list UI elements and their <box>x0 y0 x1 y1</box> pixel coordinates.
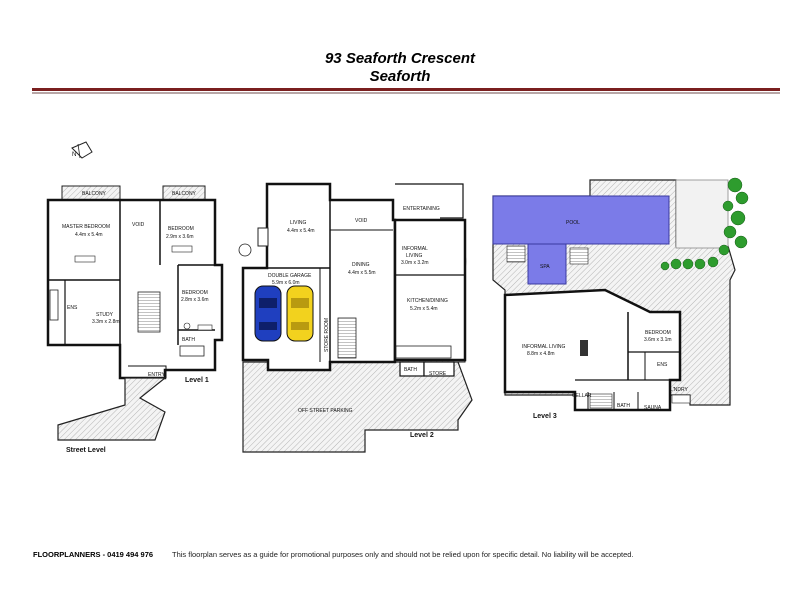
l3-laundry: L'NDRY <box>670 387 688 393</box>
header-rule-shadow <box>32 92 780 94</box>
property-address: 93 Seaforth Crescent <box>324 50 476 67</box>
header-rule <box>32 88 780 91</box>
l1-study-size: 3.3m x 2.8m <box>92 319 120 325</box>
l2-informal-name-1: INFORMAL <box>402 246 428 252</box>
l1-bath: BATH <box>182 337 195 343</box>
l2-dining-size: 4.4m x 5.5m <box>348 270 376 276</box>
level-2-plan: LIVING 4.4m x 5.4m VOID ENTERTAINING INF… <box>238 182 473 453</box>
l1-bed2-name: BEDROOM <box>182 290 208 296</box>
l2-kitchen-name: KITCHEN/DINING <box>407 298 448 304</box>
car-blue-icon <box>254 285 282 342</box>
l3-pool: POOL <box>566 220 580 226</box>
l1-study-name: STUDY <box>96 312 114 318</box>
l3-bath: BATH <box>617 403 630 409</box>
l3-informal-size: 8.8m x 4.8m <box>527 351 555 357</box>
l3-bed-size: 3.6m x 3.1m <box>644 337 672 343</box>
l3-sauna: SAUNA <box>644 405 662 411</box>
level-1-plan: BALCONY BALCONY MASTER BEDROOM 4.4m x 5.… <box>46 185 224 454</box>
l2-void: VOID <box>355 218 368 224</box>
l2-parking: OFF STREET PARKING <box>298 408 353 414</box>
l2-level-label: Level 2 <box>410 432 434 439</box>
l3-informal-name: INFORMAL LIVING <box>522 344 566 350</box>
l2-living-size: 4.4m x 5.4m <box>287 228 315 234</box>
north-arrow-icon: N <box>71 141 93 159</box>
l1-bed1-name: BEDROOM <box>168 226 194 232</box>
l2-kitchen-size: 5.2m x 5.4m <box>410 306 438 312</box>
l2-entertaining: ENTERTAINING <box>403 206 440 212</box>
property-suburb: Seaforth <box>369 68 431 85</box>
l3-cellar: CELLAR <box>572 393 592 399</box>
l2-dining-name: DINING <box>352 262 370 268</box>
l3-bed-name: BEDROOM <box>645 330 671 336</box>
l3-spa: SPA <box>540 264 550 270</box>
lawn <box>675 179 729 249</box>
l1-street-label: Street Level <box>66 447 106 454</box>
l2-garage-name: DOUBLE GARAGE <box>268 273 312 279</box>
l1-ens: ENS <box>67 305 78 311</box>
l1-void: VOID <box>132 222 145 228</box>
l1-bed1-size: 2.9m x 3.6m <box>166 234 194 240</box>
l1-balcony-right: BALCONY <box>172 191 197 197</box>
footer-brand: FLOORPLANNERS - 0419 494 976 <box>33 550 154 559</box>
north-label: N <box>72 151 76 158</box>
l2-living-name: LIVING <box>290 220 307 226</box>
l1-master-name: MASTER BEDROOM <box>62 224 110 230</box>
l1-bed2-size: 2.8m x 3.6m <box>181 297 209 303</box>
l2-informal-size: 3.0m x 3.2m <box>401 260 429 266</box>
l1-entry: ENTRY <box>148 372 166 378</box>
pool <box>492 195 670 245</box>
car-yellow-icon <box>286 285 314 342</box>
l2-informal-name-2: LIVING <box>406 253 423 259</box>
l1-balcony-left: BALCONY <box>82 191 107 197</box>
level-3-plan: POOL SPA INFORMAL LIVING 8.8m x 4.8m BED… <box>492 177 749 420</box>
l2-bath: BATH <box>404 367 417 373</box>
trees-icon <box>660 177 749 271</box>
spa <box>527 243 567 285</box>
l3-level-label: Level 3 <box>533 413 557 420</box>
l2-store: STORE <box>429 371 447 377</box>
l1-level-label: Level 1 <box>185 377 209 384</box>
l2-store-room: STORE ROOM <box>324 318 330 352</box>
l2-garage-size: 5.9m x 6.0m <box>272 280 300 286</box>
l1-master-size: 4.4m x 5.4m <box>75 232 103 238</box>
l3-ens: ENS <box>657 362 668 368</box>
footer-disclaimer: This floorplan serves as a guide for pro… <box>172 550 634 559</box>
